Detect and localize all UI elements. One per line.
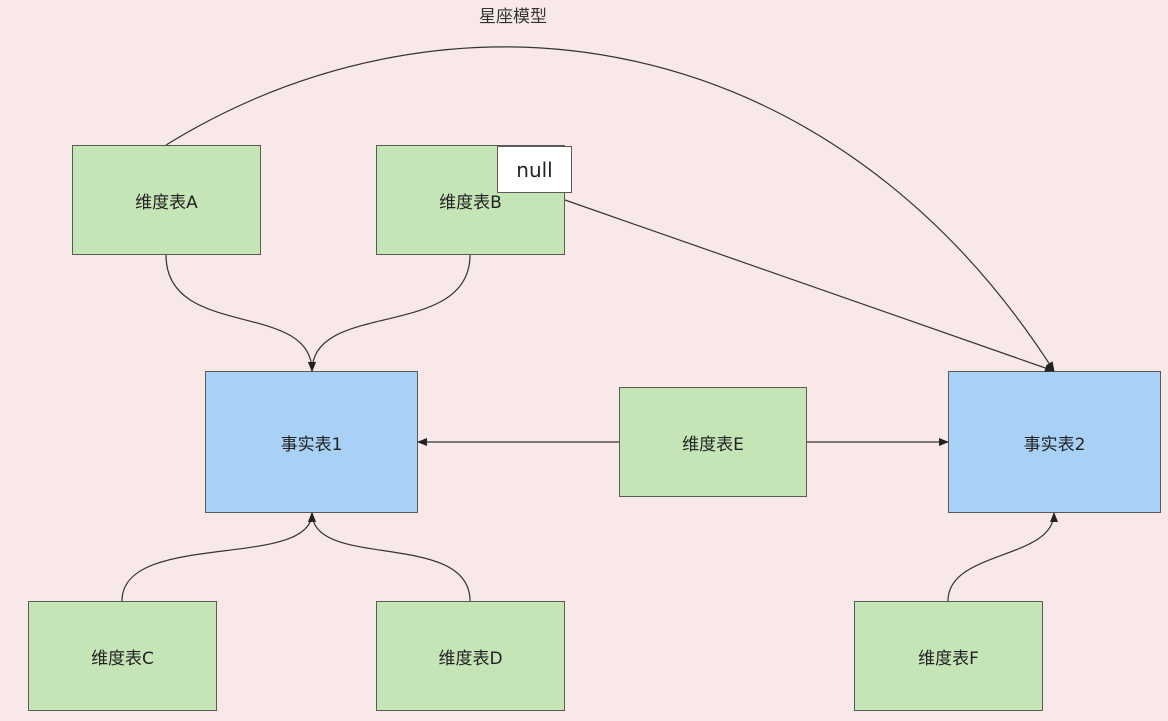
node-dim-f[interactable]: 维度表F xyxy=(854,601,1043,711)
null-tooltip: null xyxy=(497,146,572,193)
edge-dim-a-to-fact-1 xyxy=(165,254,316,372)
node-dim-a[interactable]: 维度表A xyxy=(72,145,261,255)
edge-dim-f-to-fact-2 xyxy=(947,512,1058,602)
edge-dim-c-to-fact-1 xyxy=(121,512,316,602)
node-dim-e[interactable]: 维度表E xyxy=(619,387,807,497)
node-dim-d[interactable]: 维度表D xyxy=(376,601,565,711)
edge-dim-a-to-fact-2 xyxy=(165,46,1055,372)
edge-dim-d-to-fact-1 xyxy=(308,512,471,602)
edge-dim-b-to-fact-1 xyxy=(308,254,471,372)
edge-dim-b-to-fact-2 xyxy=(564,199,1055,372)
node-dim-c[interactable]: 维度表C xyxy=(28,601,217,711)
diagram-title: 星座模型 xyxy=(479,7,547,27)
